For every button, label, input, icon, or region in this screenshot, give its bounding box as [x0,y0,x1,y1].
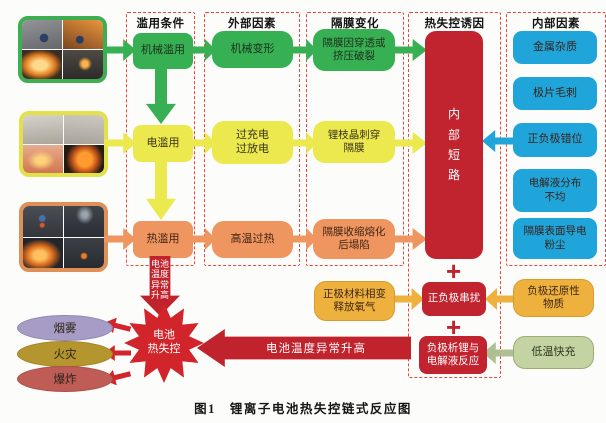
plus-sign: + [446,256,462,286]
node-electrolyte-uneven: 电解液分布 不均 [513,169,597,212]
outcome-explosion: 爆炸 [17,366,113,392]
node-mechanical-abuse: 机械滥用 [133,33,193,69]
node-mechanical-deformation: 机械变形 [212,31,293,68]
node-conductive-dust: 隔膜表面导电 粉尘 [513,218,597,259]
node-overheating: 高温过热 [212,221,293,258]
figure-caption: 图1 锂离子电池热失控链式反应图 [194,402,412,416]
internal-short-vertical-text: 内部短路 [447,107,460,183]
electrical-abuse-photo [19,111,108,177]
temp-rise-horizontal-label: 电池温度异常升高 [266,343,366,355]
photo-quadrant [23,115,63,144]
group-runaway-triggers: 热失控诱因 [408,12,501,378]
node-internal-short-circuit: 内部短路 [425,31,483,259]
node-overcharge-overdischarge: 过充电 过放电 [212,121,293,164]
photo-quadrant [64,206,104,237]
photo-quadrant [23,144,63,173]
group-title-separator: 隔膜变化 [331,18,379,30]
node-dendrite-piercing: 锂枝晶刺穿 隔膜 [313,121,395,163]
node-electrical-abuse: 电滥用 [133,125,193,162]
photo-grid [23,115,104,173]
node-electrode-crosstalk: 正负极串扰 [422,282,486,316]
node-reductive-substances: 负极还原性 物质 [513,279,594,317]
node-electrode-misalignment: 正负极错位 [513,123,597,157]
thermal-abuse-photo [19,202,108,272]
photo-quadrant [64,237,104,268]
photo-grid [22,20,103,79]
photo-quadrant [22,50,62,79]
node-thermal-abuse: 热滥用 [133,221,193,258]
node-lithium-plating-reaction: 负极析锂与 电解液反应 [419,336,487,374]
runaway-burst-label: 电池 热失控 [147,329,181,356]
node-low-temp-fast-charging: 低温快充 [513,336,594,369]
node-separator-collapse: 隔膜收缩熔化 后塌陷 [313,219,395,259]
photo-quadrant [63,50,103,79]
photo-quadrant [22,20,62,49]
photo-quadrant [64,115,104,144]
runaway-starburst [124,303,204,383]
group-title-abuse: 滥用条件 [136,18,185,30]
photo-quadrant [23,206,63,237]
photo-quadrant [63,20,103,49]
group-external-factors: 外部因素 [204,12,300,266]
node-cathode-phase-change: 正极材料相变 释放氧气 [314,281,395,321]
photo-grid [23,206,104,268]
arrow-temp-rise-horizontal: 电池温度异常升高 [197,329,411,367]
node-electrode-burrs: 极片毛刺 [513,77,597,110]
node-metal-impurities: 金属杂质 [513,31,597,64]
group-title-internal: 内部因素 [532,18,580,30]
group-title-external: 外部因素 [228,18,276,30]
photo-quadrant [64,144,104,173]
outcome-smoke: 烟雾 [17,315,113,341]
photo-quadrant [23,237,63,268]
mechanical-abuse-photo [18,16,107,83]
outcome-fire: 火灾 [17,341,113,367]
group-title-trigger: 热失控诱因 [424,18,485,30]
plus-sign: + [446,312,462,342]
node-separator-rupture: 隔膜因穿透或 挤压破裂 [313,29,395,71]
temp-rise-vertical-label: 电池温度异常升高 [150,259,169,301]
